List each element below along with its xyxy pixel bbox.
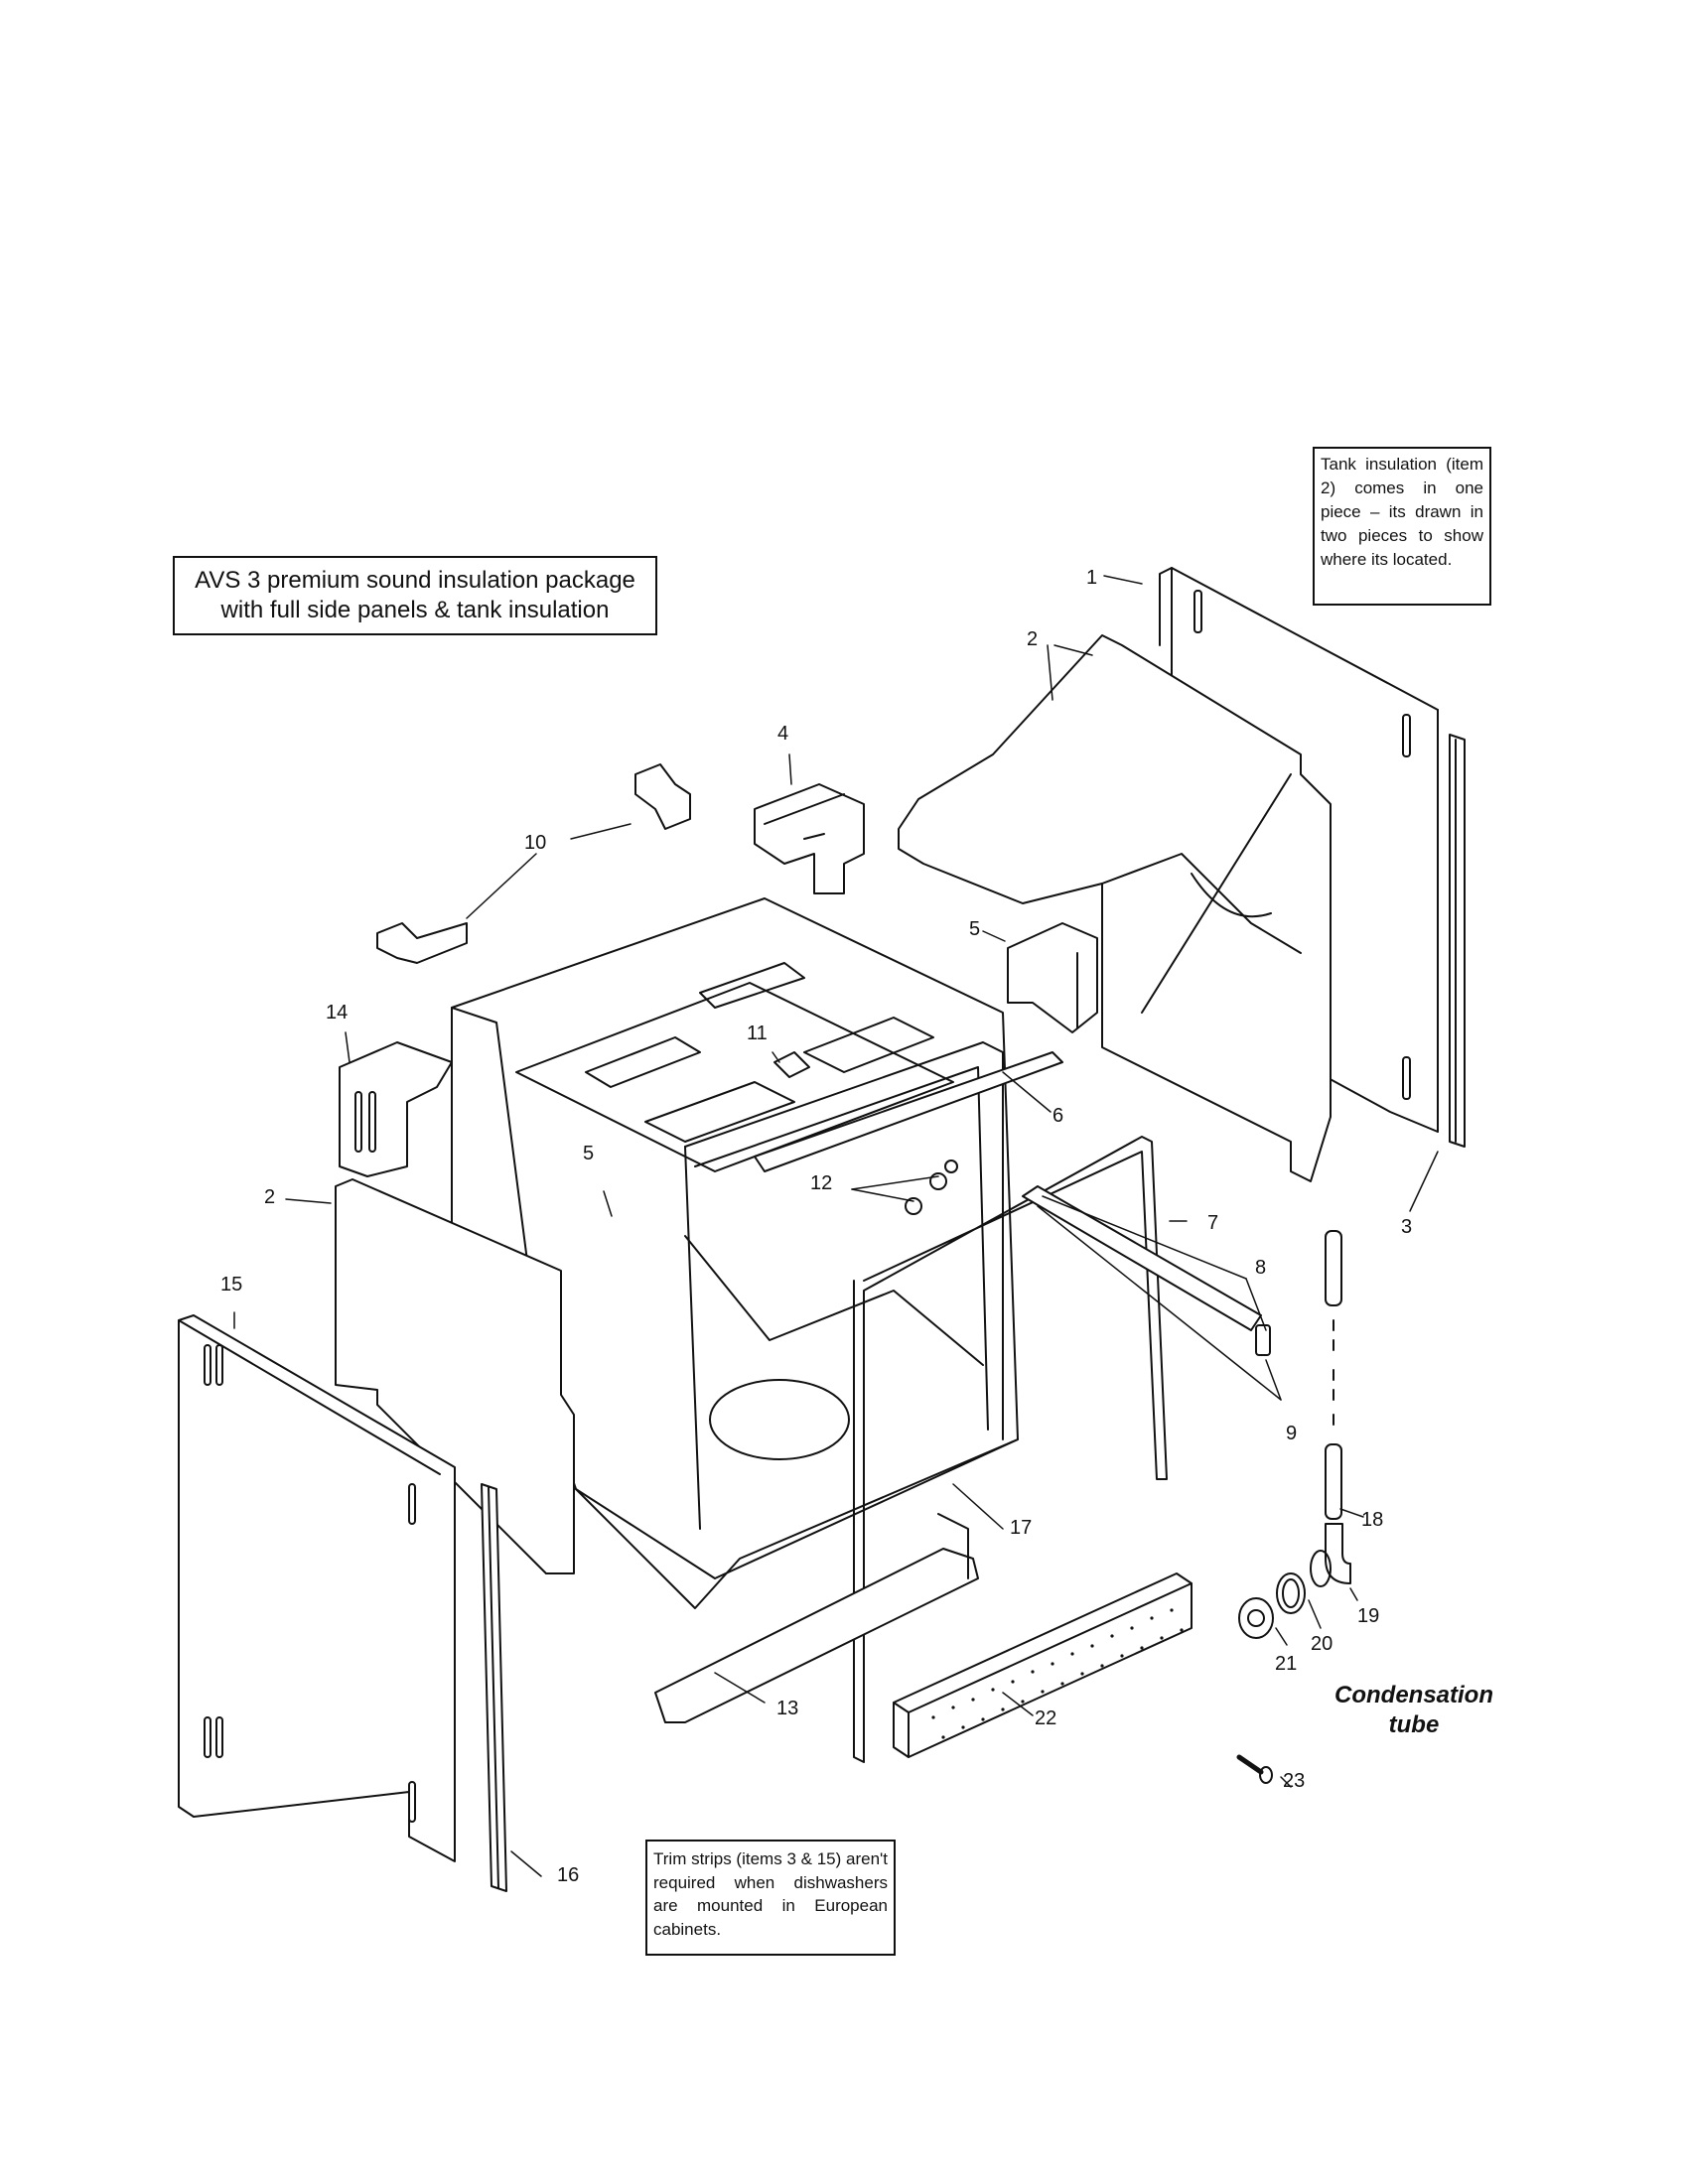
label-part-7: 7 [1207,1212,1218,1234]
label-part-22: 22 [1035,1707,1056,1729]
part-22-toe-kick [893,1572,1193,1758]
label-part-11: 11 [747,1023,768,1044]
part-17-tub [451,897,1019,1609]
label-part-17: 17 [1010,1517,1032,1539]
label-part-19: 19 [1357,1605,1379,1627]
label-part-13: 13 [776,1698,798,1719]
part-18-hose-nozzle-lower [1325,1443,1342,1520]
trim-strips-note: Trim strips (items 3 & 15) aren't requir… [645,1840,896,1956]
label-part-2: 2 [264,1186,275,1208]
part-4-bracket [754,783,865,894]
label-part-3: 3 [1401,1216,1412,1238]
label-part-10: 10 [524,832,546,854]
part-20-ring [1276,1572,1306,1614]
tank-insulation-note: Tank insulation (item 2) comes in one pi… [1313,447,1491,606]
package-title-line-2: with full side panels & tank insulation [220,597,610,623]
part-7-gasket [853,1136,1168,1763]
part-number-labels: 1 2 2 3 4 5 5 6 7 8 9 10 11 12 13 14 15 … [220,567,1412,1886]
package-title-line-1: AVS 3 premium sound insulation package [195,567,635,594]
leader-lines [233,575,1439,1877]
label-part-12: 12 [810,1172,832,1194]
part-12-fasteners [905,1160,958,1215]
label-part-6: 6 [1052,1105,1063,1127]
part-21-cap [1238,1597,1274,1639]
label-part-1: 1 [1086,567,1097,589]
label-part-23: 23 [1283,1770,1305,1792]
part-18-hose-nozzle-upper [1325,1230,1342,1426]
label-part-4: 4 [777,723,788,745]
part-16-trim-strip-left [481,1483,507,1892]
label-part-5: 5 [583,1143,594,1164]
label-part-18: 18 [1361,1509,1383,1531]
label-part-8: 8 [1255,1257,1266,1279]
part-23-screw [1236,1754,1273,1784]
label-part-21: 21 [1275,1653,1297,1675]
label-part-20: 20 [1311,1633,1333,1655]
part-10-mounting-brackets [376,763,691,964]
label-part-5: 5 [969,918,980,940]
label-part-2: 2 [1027,628,1038,650]
part-2-left-insulation [335,1178,575,1574]
part-5-side-bracket-right [1007,922,1098,1033]
part-13-base-rail [654,1513,979,1723]
part-3-trim-strip-right [1449,734,1466,1148]
part-19-elbow [1310,1523,1351,1587]
label-part-9: 9 [1286,1423,1297,1444]
part-6-door-frame [684,1041,1063,1530]
part-2-tank-insulation-upper [898,634,1332,1182]
label-part-14: 14 [326,1002,348,1024]
part-11-clip [773,1051,810,1078]
condensation-tube-caption: Condensation tube [1315,1681,1513,1740]
caption-line-2: tube [1388,1711,1440,1738]
label-part-16: 16 [557,1864,579,1886]
caption-line-1: Condensation [1334,1682,1493,1708]
part-14-bracket [339,1041,453,1177]
label-part-15: 15 [220,1274,242,1296]
package-title-note: AVS 3 premium sound insulation package w… [173,556,657,635]
part-15-left-side-panel [178,1314,456,1862]
